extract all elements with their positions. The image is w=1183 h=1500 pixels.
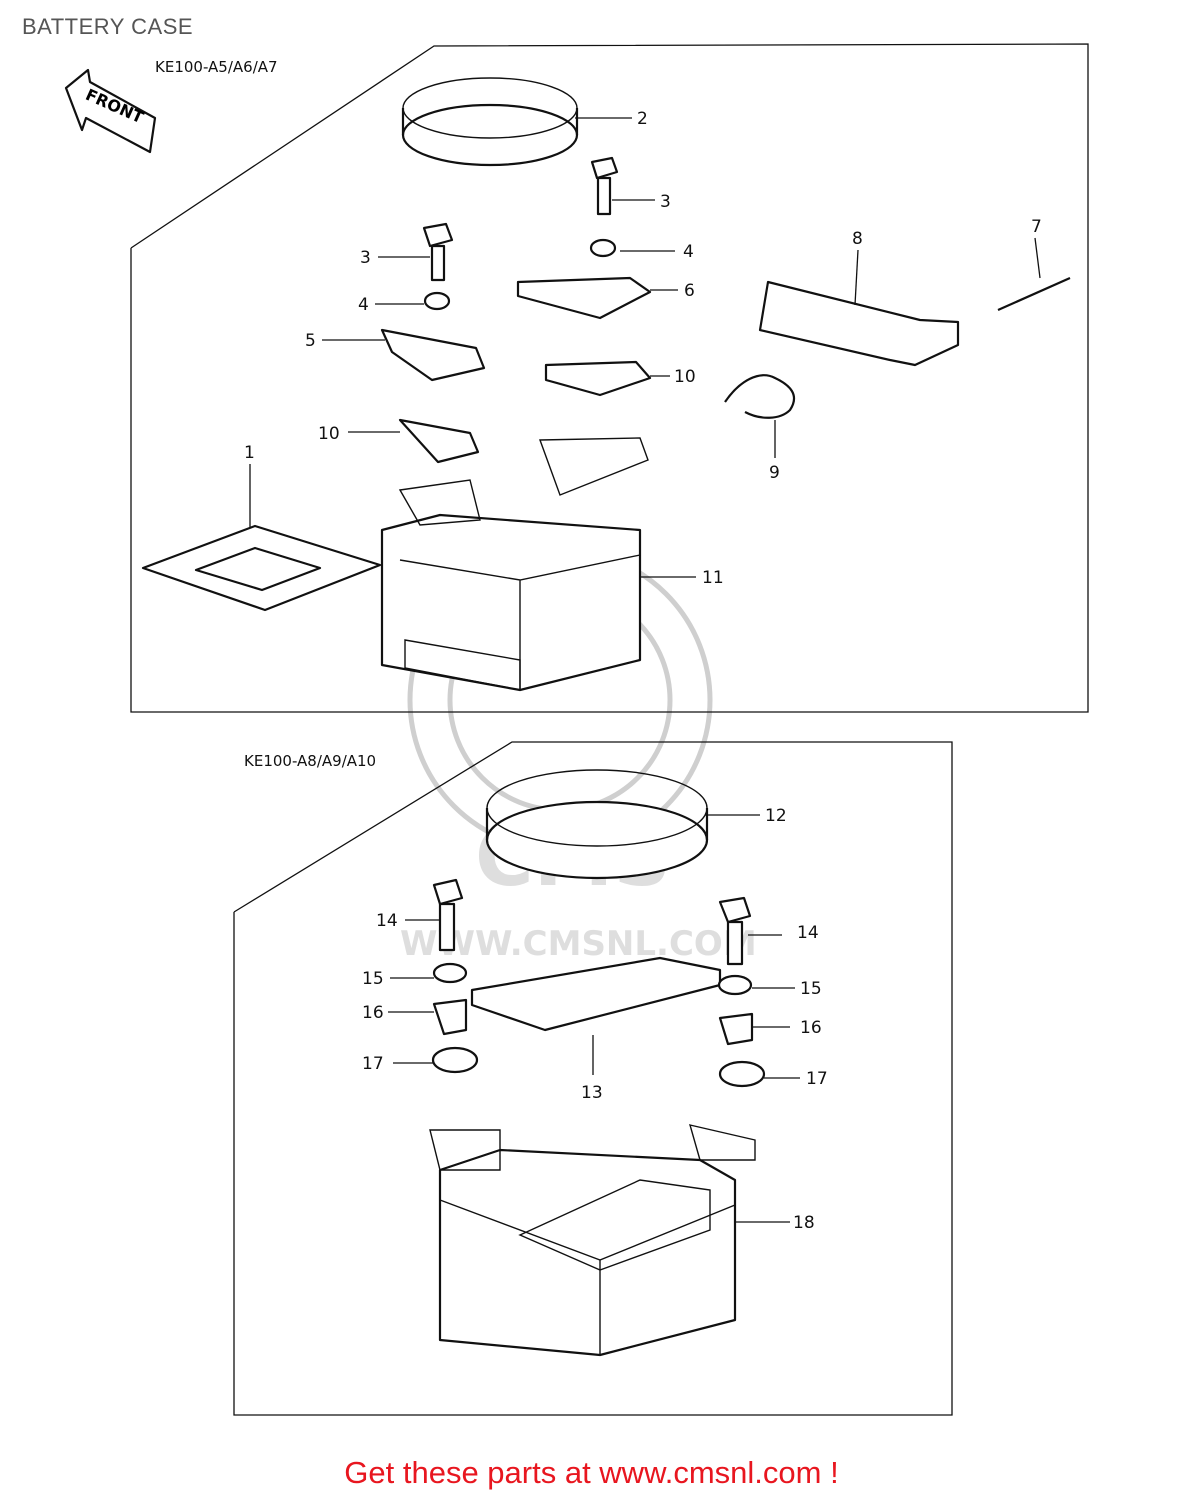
part-4-nut xyxy=(589,238,617,258)
part-14-bolt xyxy=(718,896,752,966)
part-16-collar xyxy=(432,998,468,1036)
part-11-case xyxy=(380,437,649,692)
callout-14: 14 xyxy=(797,923,819,943)
part-3-bolt xyxy=(590,156,619,216)
part-1-pad xyxy=(141,524,382,612)
callout-3: 3 xyxy=(360,248,371,268)
callout-10: 10 xyxy=(674,367,696,387)
part-7-pin xyxy=(997,276,1071,312)
part-13-pad xyxy=(470,956,722,1032)
callout-11: 11 xyxy=(702,568,724,588)
panel-a-border xyxy=(130,43,1089,713)
part-5-plate xyxy=(380,328,486,382)
leader-lines xyxy=(249,117,1041,1223)
part-17-grommet xyxy=(718,1060,766,1088)
callout-16: 16 xyxy=(362,1003,384,1023)
part-8-clamp xyxy=(758,280,960,367)
part-4-nut xyxy=(423,291,451,311)
part-17-grommet xyxy=(431,1046,479,1074)
panel-b-border xyxy=(233,741,953,1416)
callout-3: 3 xyxy=(660,192,671,212)
part-18-case xyxy=(429,1124,756,1357)
callout-5: 5 xyxy=(305,331,316,351)
part-9-spring xyxy=(724,374,796,419)
callout-1: 1 xyxy=(244,443,255,463)
callout-8: 8 xyxy=(852,229,863,249)
watermark-url-text: WWW.CMSNL.COM xyxy=(400,924,757,964)
panel-b-variant: KE100-A8/A9/A10 xyxy=(244,752,376,770)
part-10-plate xyxy=(544,360,652,397)
callout-14: 14 xyxy=(376,911,398,931)
callout-7: 7 xyxy=(1031,217,1042,237)
callout-10: 10 xyxy=(318,424,340,444)
front-arrow-icon: FRONT xyxy=(64,68,157,154)
callout-4: 4 xyxy=(683,242,694,262)
callout-9: 9 xyxy=(769,463,780,483)
part-14-bolt xyxy=(432,878,464,952)
callout-16: 16 xyxy=(800,1018,822,1038)
callout-13: 13 xyxy=(581,1083,603,1103)
callout-17: 17 xyxy=(362,1054,384,1074)
part-6-plate xyxy=(516,276,652,320)
promo-link[interactable]: Get these parts at www.cmsnl.com ! xyxy=(344,1455,839,1490)
callout-2: 2 xyxy=(637,109,648,129)
parts-diagram: CMS WWW.CMSNL.COM FRONT KE100-A5/A6/A7 xyxy=(64,43,1089,1416)
callout-4: 4 xyxy=(358,295,369,315)
part-16-collar xyxy=(718,1012,754,1046)
callout-18: 18 xyxy=(793,1213,815,1233)
page-title: BATTERY CASE xyxy=(22,14,194,39)
part-15-washer xyxy=(432,962,468,984)
callout-15: 15 xyxy=(362,969,384,989)
part-15-washer xyxy=(717,974,753,996)
callout-15: 15 xyxy=(800,979,822,999)
part-12-band xyxy=(485,769,709,880)
part-10-plate xyxy=(398,418,480,464)
part-3-bolt xyxy=(422,222,454,282)
panel-a-variant: KE100-A5/A6/A7 xyxy=(155,58,278,76)
part-2-band xyxy=(401,77,579,167)
callout-6: 6 xyxy=(684,281,695,301)
callout-17: 17 xyxy=(806,1069,828,1089)
callout-12: 12 xyxy=(765,806,787,826)
